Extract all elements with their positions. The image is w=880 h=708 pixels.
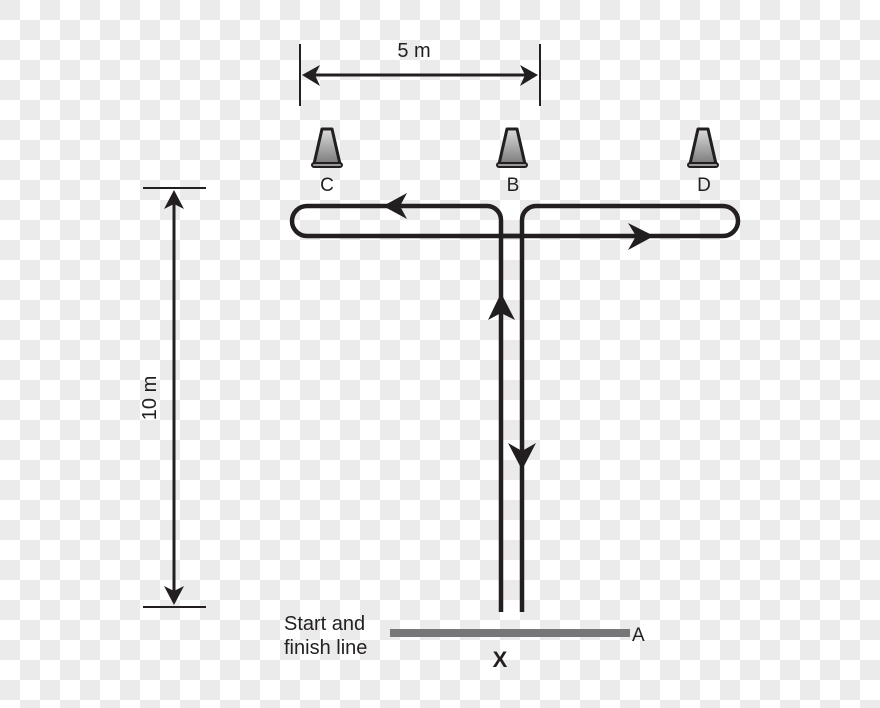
- height-label: 10 m: [139, 376, 161, 420]
- height-dimension: 10 m: [139, 187, 206, 608]
- cone-d: D: [687, 127, 719, 196]
- path-arrow-down-icon: [508, 443, 536, 470]
- arrow-up-icon: [164, 190, 184, 209]
- cone-icon: [497, 127, 527, 166]
- cone-icon: [688, 127, 718, 166]
- start-label-line2: finish line: [284, 637, 367, 659]
- arrow-right-icon: [520, 65, 538, 86]
- arrow-down-icon: [164, 586, 184, 605]
- marker-a: A: [632, 625, 645, 646]
- arrow-left-icon: [302, 65, 320, 86]
- start-finish-line: Start and finish line X A: [284, 613, 645, 672]
- path-arrow-up-icon: [488, 293, 515, 320]
- cone-icon: [312, 127, 342, 166]
- path-arrow-right-icon: [628, 223, 654, 250]
- cone-label-c: C: [320, 175, 334, 196]
- cone-b: B: [496, 127, 528, 196]
- cone-label-b: B: [507, 175, 520, 196]
- width-dimension: 5 m: [299, 40, 541, 106]
- start-label-line1: Start and: [284, 613, 365, 635]
- cone-label-d: D: [697, 175, 711, 196]
- path-arrow-left-icon: [383, 193, 407, 219]
- marker-x: X: [493, 647, 508, 672]
- width-label: 5 m: [397, 40, 430, 62]
- cone-c: C: [311, 127, 343, 196]
- running-path: [289, 203, 741, 612]
